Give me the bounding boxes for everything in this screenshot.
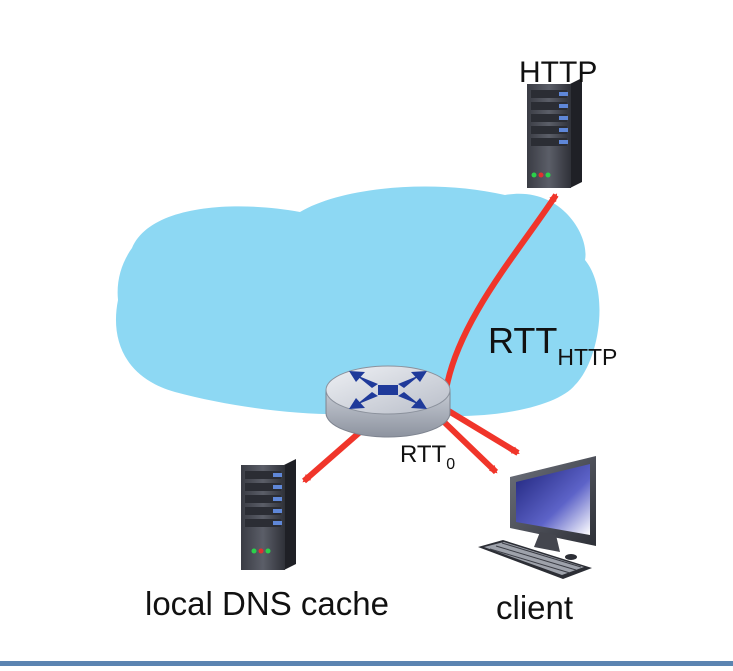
rtt-http-label: RTTHTTP bbox=[488, 320, 618, 370]
client-label: client bbox=[496, 589, 574, 626]
arrow-to-client-1 bbox=[445, 407, 520, 456]
footer-rule bbox=[0, 661, 733, 666]
rtt0-main: RTT bbox=[400, 441, 447, 468]
arrow-to-http bbox=[443, 193, 559, 391]
rtt0-label: RTT0 bbox=[400, 443, 455, 473]
arrow-to-dns bbox=[302, 429, 362, 484]
rtt-http-main: RTT bbox=[488, 320, 558, 361]
http-server-label: HTTP bbox=[519, 56, 598, 89]
arrow-to-client-2 bbox=[439, 417, 499, 475]
client-computer-icon bbox=[478, 456, 596, 579]
dns-server-label: local DNS cache bbox=[145, 585, 389, 622]
router-icon bbox=[325, 365, 451, 438]
rtt0-subscript: 0 bbox=[446, 456, 456, 473]
http-server-icon bbox=[527, 78, 582, 188]
internet-cloud bbox=[115, 186, 600, 416]
dns-server-icon bbox=[241, 459, 296, 570]
rtt-http-subscript: HTTP bbox=[557, 344, 618, 370]
